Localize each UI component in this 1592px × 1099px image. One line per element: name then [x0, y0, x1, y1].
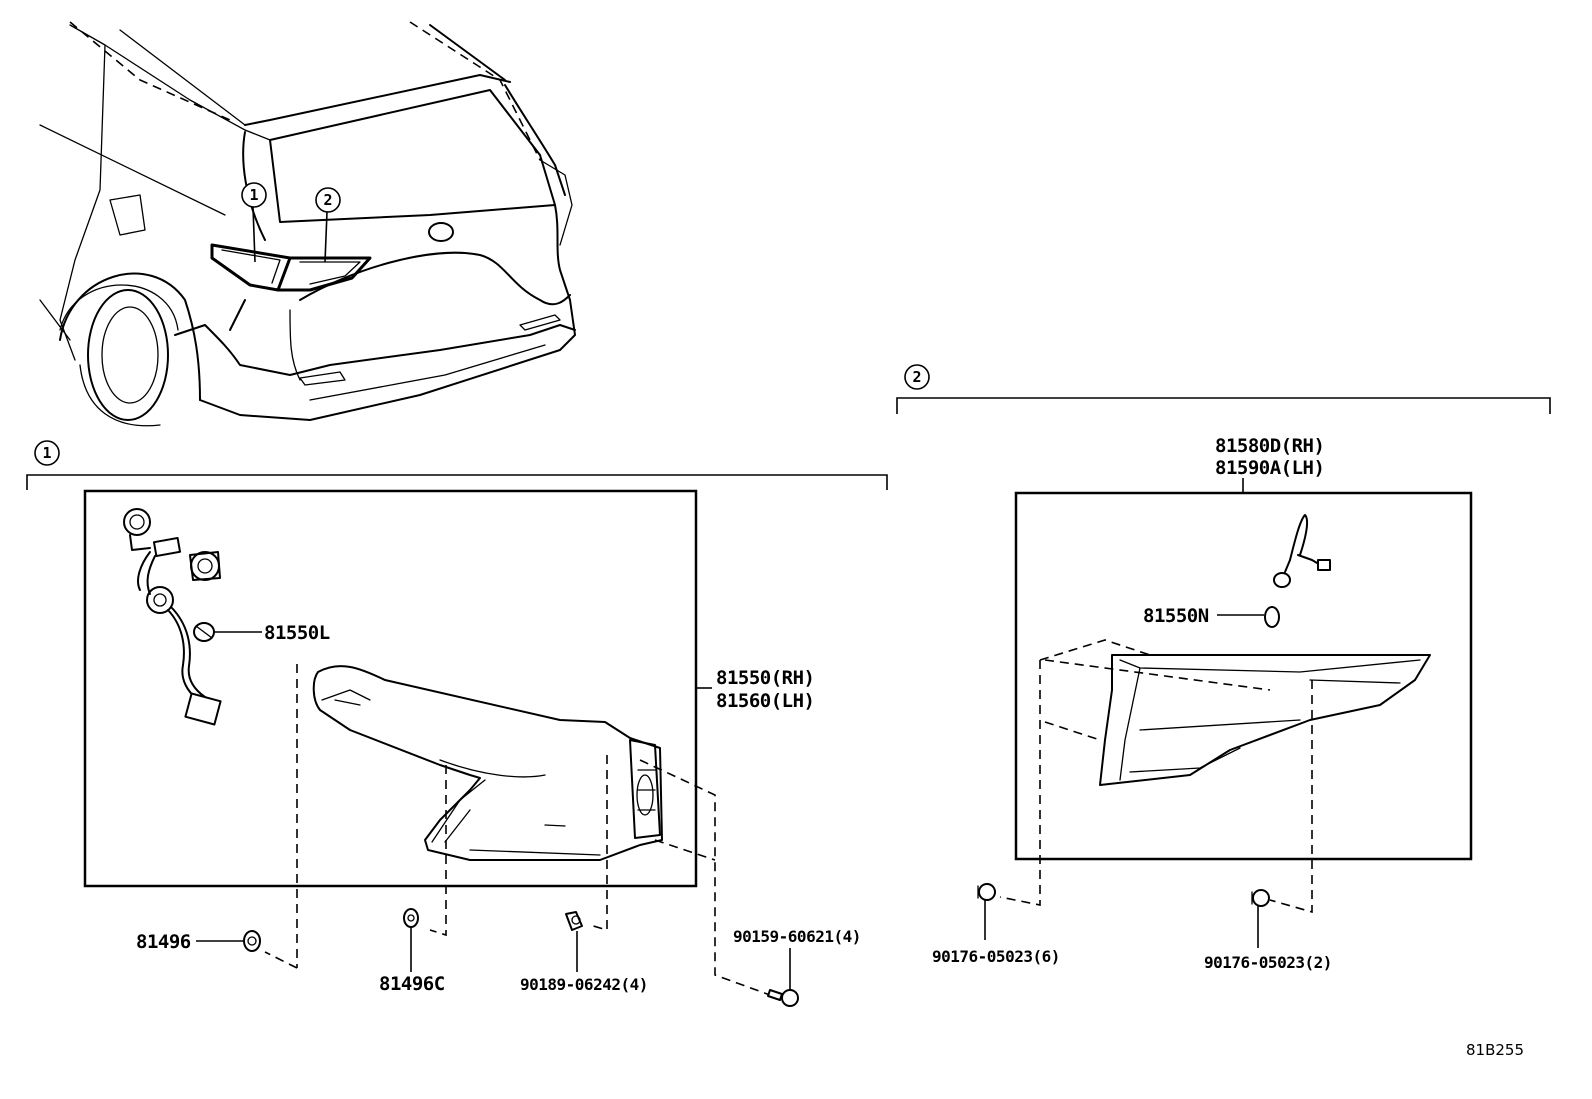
callout-number-2: 2 [323, 191, 332, 209]
group-2-callout-number: 2 [912, 368, 921, 386]
screw-90159-icon: 90159-60621(4) [733, 927, 861, 1007]
label-90159-60621: 90159-60621(4) [733, 927, 861, 946]
callout-number-1: 1 [249, 186, 258, 204]
part-label-81550-81560: 81550(RH) 81560(LH) [697, 667, 815, 712]
label-81590ALH: 81590A(LH) [1215, 457, 1324, 479]
label-81550L: 81550L [264, 622, 330, 644]
screw-90189-icon: 90189-06242(4) [520, 911, 648, 994]
callout-marker-2: 2 [315, 187, 341, 263]
part-label-81580D-81590A: 81580D(RH) 81590A(LH) [1215, 435, 1325, 493]
group-2-callout: 2 [904, 364, 930, 390]
nut-90176-6-icon: 90176-05023(6) [932, 883, 1060, 966]
label-81496: 81496 [136, 931, 191, 953]
bulb-81550N-icon: 81550N [1143, 605, 1280, 628]
group-1-assembly-box [83, 489, 698, 888]
retainer-81496C-icon: 81496C [379, 908, 445, 995]
callout-marker-1: 1 [241, 182, 267, 263]
group-inner-lamp: 2 81580D(RH) 81590A(LH) 81550N [896, 364, 1551, 972]
label-90176-05023-6: 90176-05023(6) [932, 947, 1060, 966]
group-1-callout: 1 [34, 440, 60, 466]
retainer-81496-icon: 81496 [136, 930, 261, 953]
label-81580DRH: 81580D(RH) [1215, 435, 1324, 457]
label-90176-05023-2: 90176-05023(2) [1204, 953, 1332, 972]
label-81550N: 81550N [1143, 605, 1209, 627]
group-outer-lamp: 1 81550L [26, 440, 888, 1007]
vehicle-rear-illustration: 1 2 [39, 21, 576, 427]
group-2-assembly-box [1014, 491, 1473, 861]
label-90189-06242: 90189-06242(4) [520, 975, 648, 994]
label-81550RH: 81550(RH) [716, 667, 814, 689]
diagram-reference-code: 81B255 [1466, 1041, 1524, 1059]
nut-90176-2-icon: 90176-05023(2) [1204, 889, 1332, 972]
part-label-81550L: 81550L [214, 622, 330, 644]
label-81560LH: 81560(LH) [716, 690, 814, 712]
wire-harness-icon [123, 508, 222, 726]
group-1-callout-number: 1 [42, 444, 51, 462]
group-2-bracket [896, 397, 1551, 414]
group-1-bracket [26, 474, 888, 490]
wire-harness-2-icon [1273, 514, 1331, 588]
inner-tail-lamp-icon [1099, 654, 1431, 786]
label-81496C: 81496C [379, 973, 445, 995]
outer-tail-lamp-icon [312, 665, 663, 861]
